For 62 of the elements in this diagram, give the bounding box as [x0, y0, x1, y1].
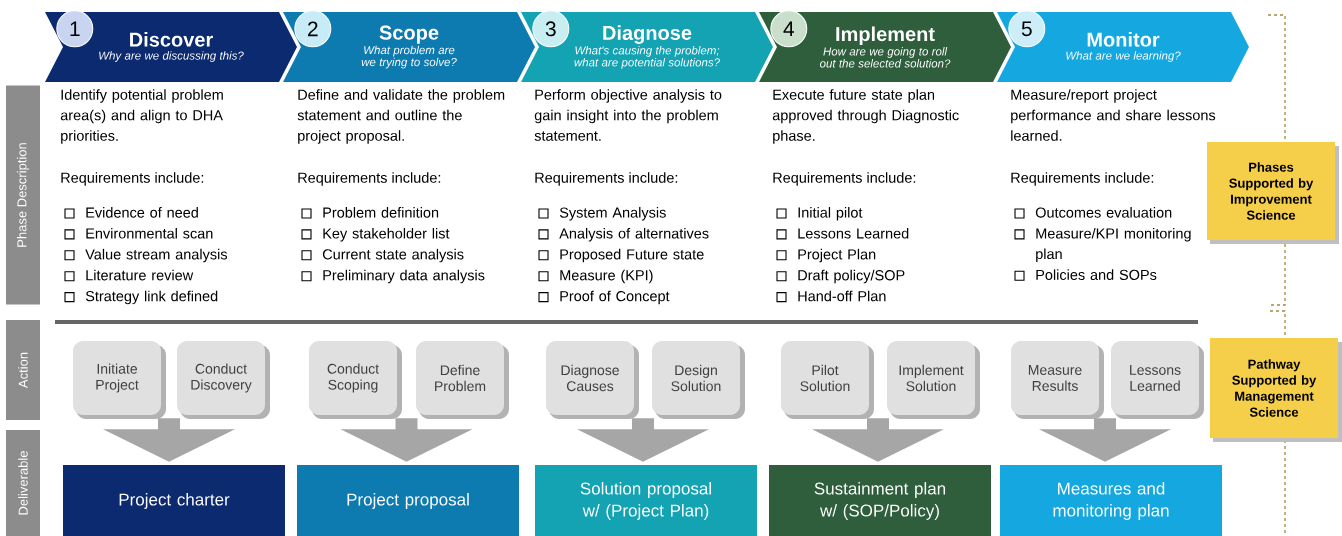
checklist-item: Project Plan [776, 248, 876, 263]
phase-banner: Scope What problem are we trying to solve? 2 [283, 10, 535, 82]
checklist-item: Measure/KPI monitoring plan [1014, 227, 1191, 262]
checklist-item: Hand-off Plan [776, 290, 886, 303]
phase-banner: Diagnose What's causing the problem; what are potential solutions? 3 [521, 10, 773, 82]
checklist-item: Strategy link defined [64, 290, 218, 305]
action-box: Diagnose Causes [546, 341, 639, 419]
checklist-item: Lessons Learned [776, 227, 909, 240]
checklist-item: Analysis of alternatives [538, 227, 709, 242]
note-box: Phases Supported by Improvement Science [1207, 142, 1339, 244]
action-box: Pilot Solution [781, 341, 874, 419]
checklist-item: Proof of Concept [538, 290, 670, 305]
checklist-item: Preliminary data analysis [301, 269, 485, 284]
action-box: Conduct Scoping [309, 341, 402, 419]
checklist-item: Literature review [64, 269, 194, 282]
action-box: Define Problem [416, 341, 509, 419]
description-text: Perform objective analysis to gain insight into the problem statement. [534, 89, 722, 141]
funnel-arrow [103, 418, 235, 462]
description-text: Execute future state plan approved through Diagnostic phase. [772, 89, 959, 144]
description-text: Define and validate the problem statement and outline the project proposal. [297, 89, 505, 144]
phase-banner: Monitor What are we learning? 5 [997, 10, 1249, 82]
side-tab: Deliverable [6, 430, 40, 536]
action-box: Initiate Project [73, 341, 166, 419]
phase-banner: Implement How are we going to roll out the selected solution? 4 [759, 10, 1011, 82]
heading-text: Requirements include: [61, 172, 204, 186]
heading-text: Requirements include: [773, 172, 916, 186]
checklist-item: Environmental scan [64, 227, 213, 240]
checklist-item: Proposed Future state [538, 248, 704, 263]
action-box: Design Solution [652, 341, 745, 419]
checklist-item: System Analysis [538, 207, 666, 221]
checklist-item: Current state analysis [301, 248, 464, 263]
action-box: Implement Solution [887, 341, 980, 419]
checklist-item: Key stakeholder list [301, 227, 450, 242]
description-text: Measure/report project performance and share lessons learned. [1011, 89, 1216, 141]
funnel-arrow [1039, 418, 1171, 462]
funnel-arrow [812, 418, 944, 462]
deliverable-box: Measures and monitoring plan [1000, 465, 1222, 536]
description-text: Identify potential problem area(s) and align to DHA priorities. [60, 89, 223, 144]
heading-text: Requirements include: [535, 172, 678, 186]
deliverable-box: Project charter [63, 465, 285, 536]
heading-text: Requirements include: [1011, 172, 1154, 186]
checklist-item: Evidence of need [64, 207, 198, 219]
heading-text: Requirements include: [298, 172, 441, 186]
deliverable-box: Sustainment plan w/ (SOP/Policy) [769, 465, 991, 536]
checklist-item: Value stream analysis [64, 248, 228, 263]
action-box: Measure Results [1011, 341, 1104, 419]
checklist-item: Policies and SOPs [1014, 269, 1157, 281]
funnel-arrow [340, 418, 473, 462]
deliverable-box: Solution proposal w/ (Project Plan) [535, 465, 757, 536]
checklist-item: Outcomes evaluation [1014, 207, 1172, 219]
checklist-item: Initial pilot [776, 207, 863, 221]
side-tab: Action [6, 320, 40, 420]
note-box: Pathway Supported by Management Science [1210, 338, 1342, 442]
checklist-item: Draft policy/SOP [776, 269, 905, 284]
action-box: Conduct Discovery [177, 341, 270, 419]
checklist-item: Measure (KPI) [538, 269, 653, 284]
funnel-arrow [577, 418, 709, 462]
checklist-item: Problem definition [301, 207, 439, 219]
phase-banner: Discover Why are we discussing this? 1 [45, 10, 297, 82]
side-tab: Phase Description [6, 85, 40, 305]
action-box: Lessons Learned [1111, 341, 1204, 419]
deliverable-box: Project proposal [297, 465, 519, 536]
